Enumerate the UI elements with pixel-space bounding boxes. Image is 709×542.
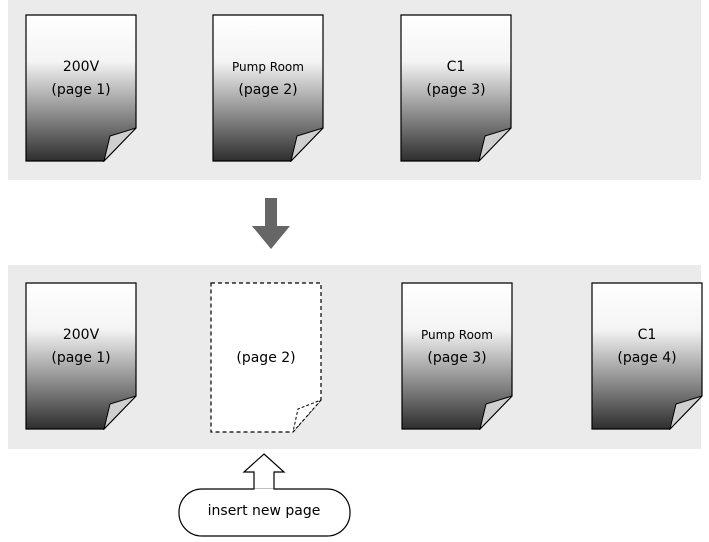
dashed-page-icon [210,282,322,433]
page-number: (page 1) [51,350,111,366]
arrow-up-icon [242,453,286,491]
arrow-down-icon [252,198,290,249]
before-page-2: Pump Room (page 2) [212,14,324,162]
page-number: (page 2) [238,82,298,98]
before-page-3: C1 (page 3) [400,14,512,162]
after-page-3: Pump Room (page 3) [401,282,513,430]
page-name: 200V [62,327,100,343]
page-name: Pump Room [421,328,493,342]
before-page-1: 200V (page 1) [25,14,137,162]
after-page-1: 200V (page 1) [25,282,137,430]
before-panel: 200V (page 1) Pump Room (page 2) C1 (pag… [8,0,701,180]
page-icon [212,14,324,162]
page-number: (page 4) [617,350,677,366]
new-page-placeholder: (page 2) [210,282,322,433]
after-page-4: C1 (page 4) [591,282,703,430]
page-icon [25,282,137,430]
page-icon [25,14,137,162]
page-icon [401,282,513,430]
after-panel: 200V (page 1) (page 2) Pump Room (page 3… [8,265,703,449]
page-number: (page 2) [236,350,296,366]
page-name: C1 [637,327,657,343]
page-name: Pump Room [232,60,304,74]
callout-label: insert new page [207,503,321,519]
page-name: 200V [62,59,100,75]
page-icon [591,282,703,430]
insert-callout [178,453,351,537]
page-name: C1 [446,59,466,75]
page-icon [400,14,512,162]
page-number: (page 3) [426,82,486,98]
page-number: (page 1) [51,82,111,98]
page-number: (page 3) [427,350,487,366]
